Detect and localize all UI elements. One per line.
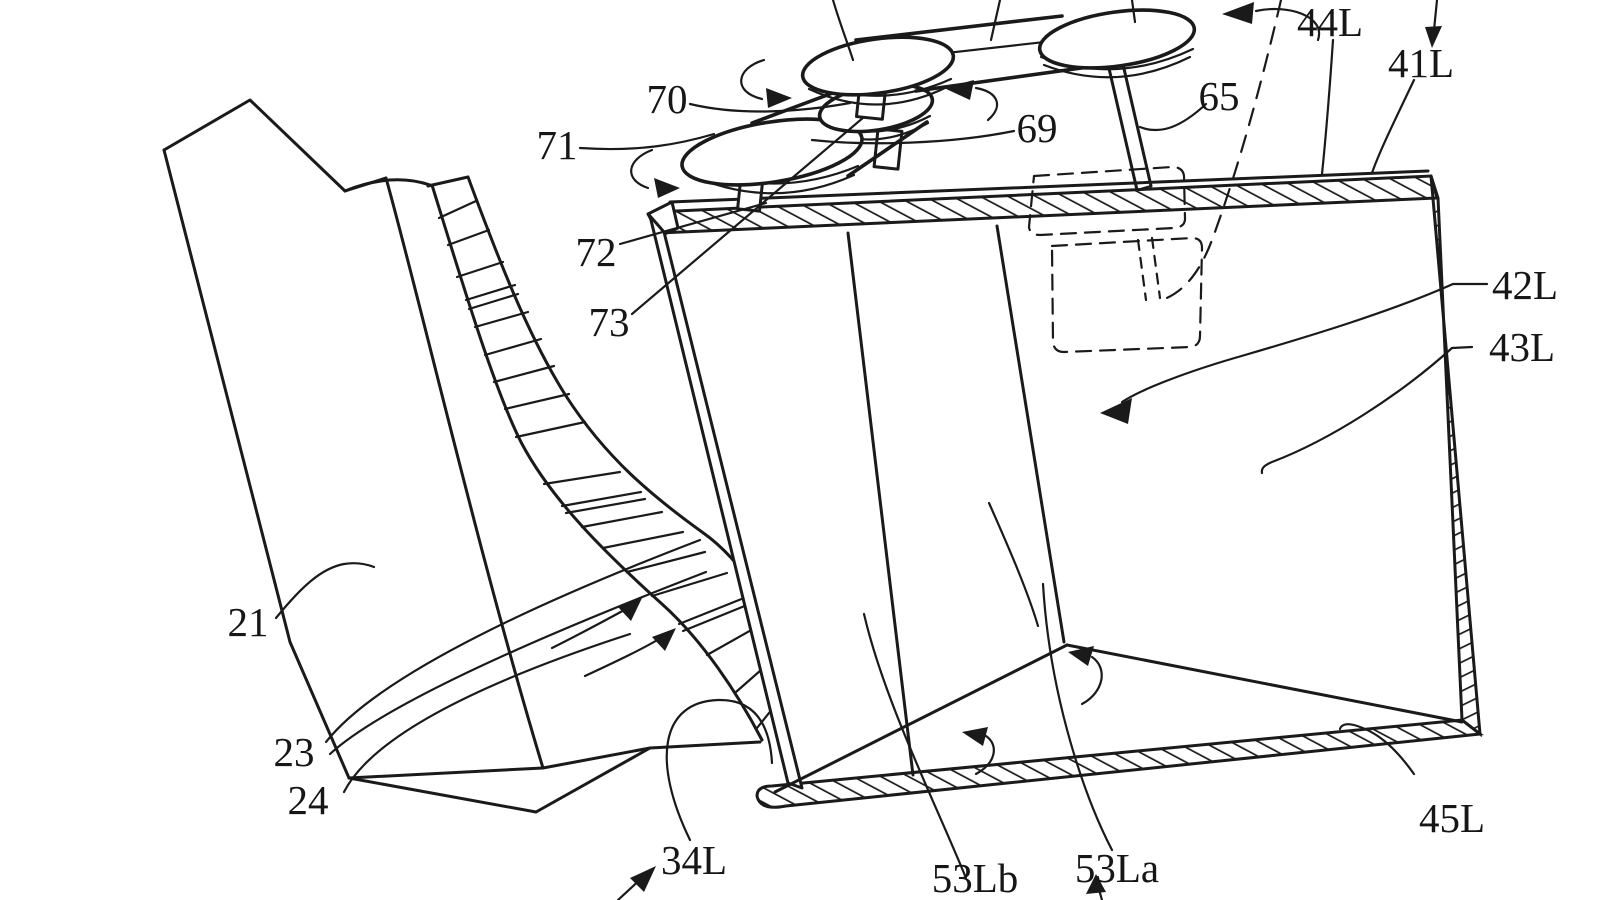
ref-label-73: 73 [589,299,630,345]
reference-labels: 21 23 24 34L 53Lb 53La 45L 42L 43L 44L 4… [228,0,1559,900]
ref-label-44L: 44L [1297,0,1363,45]
ref-label-23: 23 [274,729,315,775]
upper-plate-left-disc [800,35,956,97]
hidden-duct-outline [1027,0,1283,354]
down-arrow-icon [1425,0,1442,48]
seat-vent-band-inner-edge [430,183,764,742]
swing-path-dashed-curve [1160,0,1283,302]
ref-label-34L: 34L [661,837,727,883]
flow-arrow-icon [616,866,1106,900]
ref-label-69: 69 [1017,105,1058,151]
ref-label-72: 72 [576,229,617,275]
rotor-assembly [680,8,1197,213]
ref-label-53La: 53La [1075,845,1159,891]
duct-box [646,169,1484,809]
rotation-arrow-icon [630,2,1321,776]
seat-vent-slats [437,199,799,730]
ref-label-70: 70 [647,76,688,122]
box-left-wall-edge [648,214,804,790]
upper-plate-right-disc [1037,8,1197,70]
ref-label-41L: 41L [1388,40,1454,86]
ref-label-45L: 45L [1419,795,1485,841]
flow-arrow-icon [550,598,676,678]
ref-label-53Lb: 53Lb [932,855,1019,900]
leader-lines [274,0,1489,880]
lower-plate-left-disc [680,117,864,187]
ref-label-65: 65 [1199,73,1240,119]
ref-label-21: 21 [228,599,269,645]
ref-label-43L: 43L [1489,324,1555,370]
ref-label-71: 71 [537,122,578,168]
ref-label-24: 24 [288,777,329,823]
ref-label-42L: 42L [1492,262,1558,308]
box-bottom-rim [755,718,1484,809]
